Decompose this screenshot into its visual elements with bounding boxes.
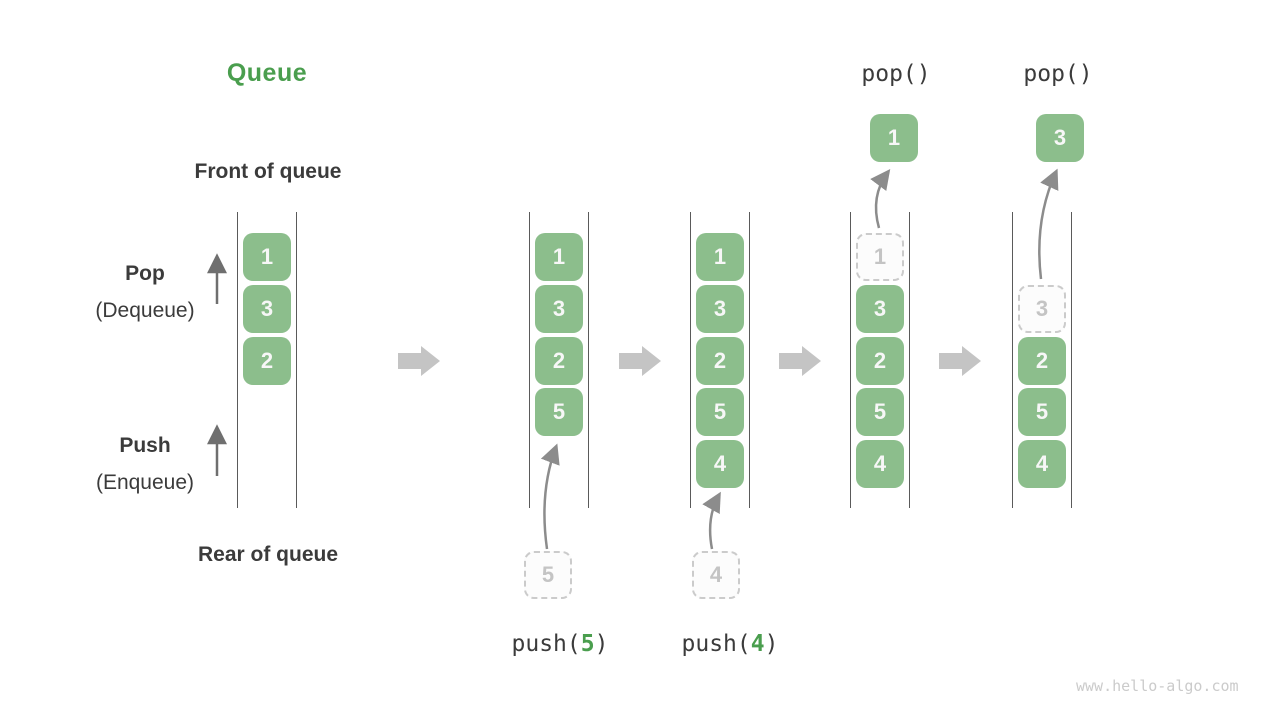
queue-box-removed: 3 (1018, 285, 1066, 333)
pop-label: Pop (125, 262, 165, 285)
queue-box: 3 (856, 285, 904, 333)
push-call-label: push(4) (660, 631, 800, 657)
queue-box: 5 (856, 388, 904, 436)
queue-box: 2 (243, 337, 291, 385)
right-block-arrow-icon (619, 346, 661, 376)
right-block-arrow-icon (398, 346, 440, 376)
watermark: www.hello-algo.com (1076, 677, 1239, 695)
push-call-label: push(5) (490, 631, 630, 657)
queue-box: 4 (696, 440, 744, 488)
queue-box: 1 (696, 233, 744, 281)
right-block-arrow-icon (939, 346, 981, 376)
queue-column-2 (529, 212, 589, 508)
dequeue-label: (Dequeue) (95, 299, 195, 322)
queue-box: 5 (535, 388, 583, 436)
queue-box: 2 (535, 337, 583, 385)
queue-box: 1 (243, 233, 291, 281)
push-call-value: 4 (750, 631, 765, 657)
queue-box: 4 (1018, 440, 1066, 488)
incoming-box: 5 (524, 551, 572, 599)
queue-box: 3 (696, 285, 744, 333)
push-label: Push (119, 434, 171, 457)
push-call-post: ) (764, 631, 779, 657)
incoming-box: 4 (692, 551, 740, 599)
pop-call-label: pop() (861, 61, 931, 87)
queue-box: 3 (535, 285, 583, 333)
pop-call-label: pop() (1023, 61, 1093, 87)
queue-box: 2 (696, 337, 744, 385)
popped-box: 1 (870, 114, 918, 162)
enqueue-label: (Enqueue) (95, 471, 195, 494)
push-call-pre: push( (511, 631, 581, 657)
queue-box: 5 (696, 388, 744, 436)
queue-box: 1 (535, 233, 583, 281)
queue-box-removed: 1 (856, 233, 904, 281)
queue-box: 2 (856, 337, 904, 385)
queue-column-5 (1012, 212, 1072, 508)
queue-box: 4 (856, 440, 904, 488)
queue-box: 2 (1018, 337, 1066, 385)
queue-column-4 (850, 212, 910, 508)
queue-box: 5 (1018, 388, 1066, 436)
diagram-title: Queue (226, 59, 308, 87)
push-call-post: ) (594, 631, 609, 657)
popped-box: 3 (1036, 114, 1084, 162)
queue-box: 3 (243, 285, 291, 333)
queue-column-3 (690, 212, 750, 508)
rear-of-queue-label: Rear of queue (197, 543, 339, 566)
push-call-value: 5 (580, 631, 595, 657)
queue-column-1 (237, 212, 297, 508)
front-of-queue-label: Front of queue (194, 160, 342, 183)
push-call-pre: push( (681, 631, 751, 657)
right-block-arrow-icon (779, 346, 821, 376)
